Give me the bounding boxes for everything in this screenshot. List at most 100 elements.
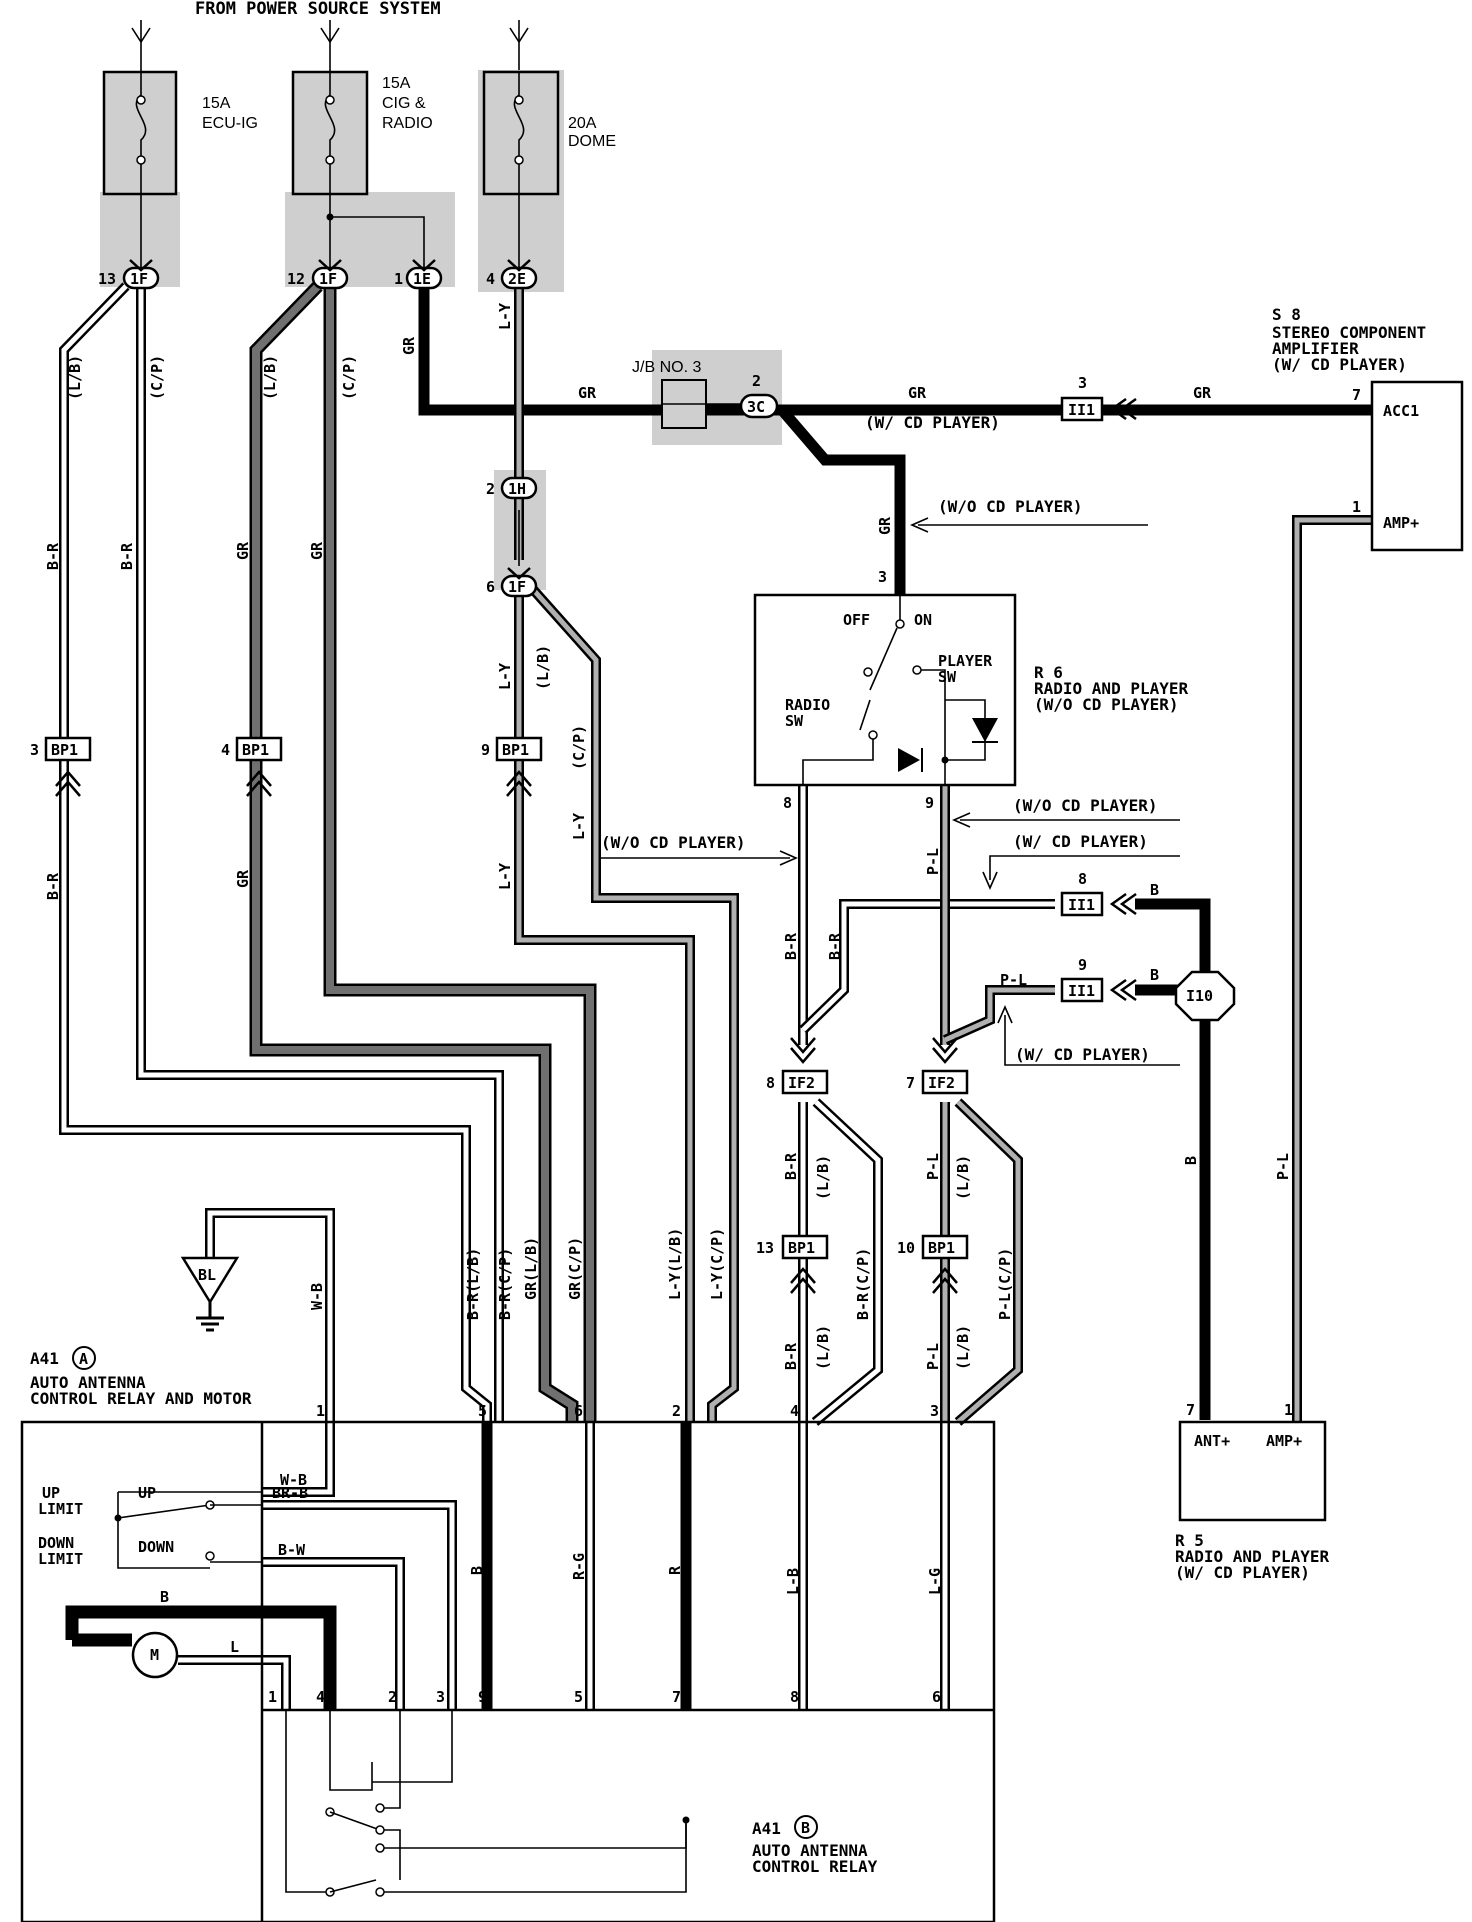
svg-text:II1: II1 (1068, 896, 1095, 914)
power-source-label: FROM POWER SOURCE SYSTEM (195, 0, 441, 19)
svg-text:2: 2 (486, 480, 495, 498)
svg-text:(W/ CD PLAYER): (W/ CD PLAYER) (865, 413, 1000, 432)
svg-text:R 5: R 5 (1175, 1531, 1204, 1550)
svg-text:(W/ CD PLAYER): (W/ CD PLAYER) (1272, 355, 1407, 374)
svg-text:(C/P): (C/P) (148, 355, 166, 400)
svg-text:B-R: B-R (782, 1152, 800, 1180)
svg-text:3: 3 (436, 1688, 445, 1706)
svg-text:CONTROL RELAY: CONTROL RELAY (752, 1857, 878, 1876)
svg-text:B-R(C/P): B-R(C/P) (496, 1248, 514, 1320)
svg-text:R 6: R 6 (1034, 663, 1063, 682)
svg-text:BP1: BP1 (242, 741, 269, 759)
svg-text:2: 2 (388, 1688, 397, 1706)
connector-1E: 1E 1 (394, 266, 443, 290)
connector-3C: 3C 2 (739, 372, 779, 419)
svg-text:B: B (468, 1566, 486, 1575)
svg-text:L-Y: L-Y (496, 303, 514, 330)
svg-text:A41: A41 (30, 1349, 59, 1368)
wire-labels: (L/B) (C/P) B-R B-R B-R (L/B) (C/P) GR G… (44, 303, 1292, 1656)
svg-text:3: 3 (878, 568, 887, 586)
svg-text:P-L: P-L (924, 1153, 942, 1180)
svg-text:(W/O CD PLAYER): (W/O CD PLAYER) (601, 833, 746, 852)
svg-text:(W/ CD PLAYER): (W/ CD PLAYER) (1013, 832, 1148, 851)
svg-text:P-L: P-L (924, 1343, 942, 1370)
radio-and-player-r5: 7 1 ANT+ AMP+ R 5 RADIO AND PLAYER (W/ C… (1175, 1401, 1329, 1582)
radio-and-player-r6: R 6 RADIO AND PLAYER (W/O CD PLAYER) OFF… (753, 568, 1188, 812)
connector-BP1-13: BP1 13 (756, 1234, 829, 1260)
fuse-ecu-ig-amp: 15A (202, 95, 231, 112)
svg-text:2: 2 (752, 372, 761, 390)
svg-text:I10: I10 (1186, 987, 1213, 1005)
svg-text:UP: UP (42, 1484, 60, 1502)
svg-text:8: 8 (1078, 870, 1087, 888)
svg-text:3C: 3C (747, 398, 765, 416)
svg-text:9: 9 (478, 1688, 487, 1706)
svg-text:9: 9 (481, 741, 490, 759)
svg-text:GR: GR (578, 384, 597, 402)
connector-BP1-10: BP1 10 (897, 1234, 969, 1260)
svg-text:L-Y: L-Y (496, 663, 514, 690)
svg-text:B: B (1150, 966, 1159, 984)
svg-text:2: 2 (672, 1402, 681, 1420)
svg-text:ON: ON (914, 611, 932, 629)
notes: (W/ CD PLAYER) (W/O CD PLAYER) (W/O CD P… (601, 413, 1180, 1066)
svg-text:IF2: IF2 (788, 1074, 815, 1092)
connector-BP1-4: BP1 4 (221, 736, 283, 762)
svg-text:LIMIT: LIMIT (38, 1500, 83, 1518)
connector-2E: 2E 4 (486, 266, 538, 290)
svg-text:(L/B): (L/B) (534, 645, 552, 690)
svg-text:7: 7 (1352, 386, 1361, 404)
ground-bl: BL (180, 1256, 240, 1332)
connector-1H: 1H 2 (486, 476, 538, 500)
svg-text:UP: UP (138, 1484, 156, 1502)
svg-text:7: 7 (672, 1688, 681, 1706)
svg-text:6: 6 (932, 1688, 941, 1706)
svg-text:1: 1 (1284, 1401, 1293, 1419)
svg-text:BP1: BP1 (502, 741, 529, 759)
svg-text:5: 5 (478, 1402, 487, 1420)
svg-text:(C/P): (C/P) (570, 725, 588, 770)
svg-text:CONTROL RELAY AND MOTOR: CONTROL RELAY AND MOTOR (30, 1389, 252, 1408)
svg-text:GR: GR (400, 336, 418, 355)
svg-text:AMP+: AMP+ (1266, 1432, 1302, 1450)
svg-text:(L/B): (L/B) (954, 1155, 972, 1200)
fuse-ecu-ig: 15A ECU-IG (100, 70, 258, 287)
svg-text:RADIO: RADIO (785, 696, 830, 714)
svg-text:BP1: BP1 (788, 1239, 815, 1257)
svg-text:9: 9 (1078, 956, 1087, 974)
svg-text:GR: GR (234, 869, 252, 888)
svg-text:II1: II1 (1068, 401, 1095, 419)
svg-text:1F: 1F (130, 270, 148, 288)
svg-text:GR: GR (308, 541, 326, 560)
svg-text:J/B NO. 3: J/B NO. 3 (632, 359, 701, 376)
svg-text:A41: A41 (752, 1819, 781, 1838)
svg-text:1F: 1F (319, 270, 337, 288)
svg-text:1: 1 (1352, 498, 1361, 516)
svg-text:1: 1 (268, 1688, 277, 1706)
fuse-dome: 20A DOME (478, 70, 616, 292)
svg-text:W-B: W-B (308, 1283, 326, 1310)
svg-text:4: 4 (316, 1688, 325, 1706)
svg-text:(W/O CD PLAYER): (W/O CD PLAYER) (1034, 695, 1179, 714)
svg-text:W-B: W-B (280, 1471, 307, 1489)
svg-text:8: 8 (766, 1074, 775, 1092)
svg-text:(L/B): (L/B) (261, 355, 279, 400)
svg-text:3: 3 (930, 1402, 939, 1420)
svg-text:4: 4 (486, 270, 495, 288)
auto-antenna-relay-motor: A41 A AUTO ANTENNA CONTROL RELAY AND MOT… (20, 1346, 996, 1922)
svg-text:(L/B): (L/B) (814, 1325, 832, 1370)
svg-text:10: 10 (897, 1239, 915, 1257)
svg-text:RADIO AND PLAYER: RADIO AND PLAYER (1034, 679, 1188, 698)
svg-text:GR: GR (908, 384, 927, 402)
svg-text:M: M (150, 1646, 159, 1664)
svg-text:1E: 1E (413, 270, 431, 288)
connector-IF2-7: IF2 7 (906, 1069, 969, 1095)
svg-text:B-R(C/P): B-R(C/P) (854, 1248, 872, 1320)
fuse-cig-radio-amp: 15A (382, 75, 411, 92)
svg-text:BP1: BP1 (928, 1239, 955, 1257)
svg-text:8: 8 (783, 794, 792, 812)
svg-text:B-R: B-R (782, 1342, 800, 1370)
svg-text:RADIO AND PLAYER: RADIO AND PLAYER (1175, 1547, 1329, 1566)
svg-text:SW: SW (785, 712, 804, 730)
